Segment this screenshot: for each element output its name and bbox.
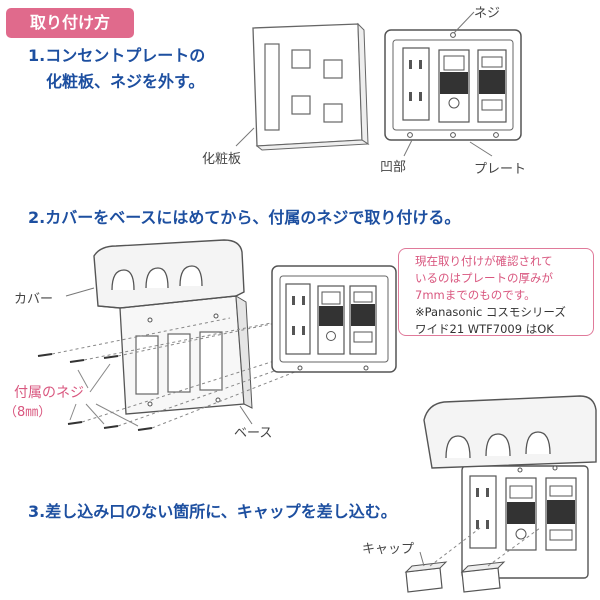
compatibility-note: 現在取り付けが確認されて いるのはプレートの厚みが 7mmまでのものです。 ※P…	[398, 248, 594, 336]
faceplate-leader	[235, 127, 255, 147]
base-label: ベース	[234, 426, 273, 441]
screw-dash-lines	[51, 317, 311, 429]
recess-leader	[403, 139, 413, 157]
cap-dash-lines	[429, 527, 541, 567]
step2-title: 2.カバーをベースにはめてから、付属のネジで取り付ける。	[28, 208, 461, 227]
cover-leader	[65, 287, 95, 297]
plate-leader	[469, 141, 493, 157]
screw-leader	[453, 11, 475, 34]
step1-title-line2: 化粧板、ネジを外す。	[46, 72, 205, 91]
step3-title: 3.差し込み口のない箇所に、キャップを差し込む。	[28, 502, 397, 521]
screw-size-label: （8㎜）	[4, 405, 52, 420]
plate-label: プレート	[474, 162, 527, 177]
screw-label-leaders	[69, 363, 139, 427]
section-badge: 取り付け方	[6, 8, 134, 38]
step1-title-line1: 1.コンセントプレートの	[28, 46, 206, 65]
base-leader	[239, 405, 253, 425]
step3-mounted-cover	[423, 395, 597, 579]
note-line1: 現在取り付けが確認されて	[415, 254, 553, 268]
cap-label: キャップ	[362, 542, 415, 557]
cover-base-assembly	[93, 239, 253, 415]
cap-leader	[419, 551, 425, 567]
outlet-plate	[384, 29, 522, 141]
note-line2: いるのはプレートの厚みが	[415, 271, 553, 285]
screw-label: ネジ	[474, 6, 501, 21]
note-line4: ※Panasonic コスモシリーズ	[415, 305, 566, 319]
screws-group	[37, 353, 153, 431]
note-line5: ワイド21 WTF7009 はOK	[415, 322, 554, 336]
recess-label: 凹部	[380, 160, 407, 175]
faceplate-label: 化粧板	[202, 152, 242, 167]
step2-outlet-plate	[271, 265, 397, 373]
caps	[404, 561, 506, 593]
note-line3: 7mmまでのものです。	[415, 288, 536, 302]
included-screws-label: 付属のネジ	[14, 385, 84, 401]
cover-label: カバー	[14, 292, 54, 307]
faceplate-panel	[252, 22, 370, 151]
